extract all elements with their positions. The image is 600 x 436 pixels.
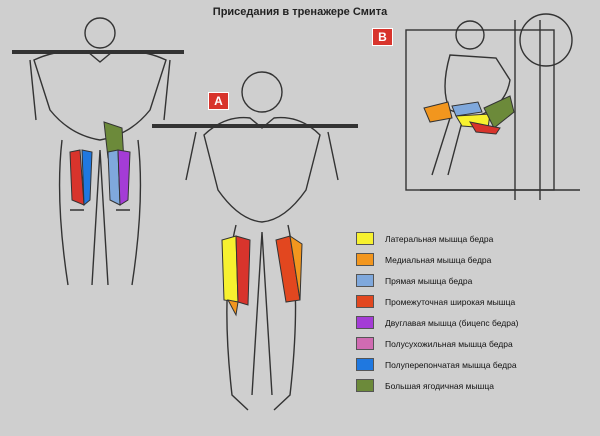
front-view-figure bbox=[152, 71, 358, 411]
legend-swatch bbox=[356, 295, 374, 308]
legend-label: Медиальная мышца бедра bbox=[385, 254, 492, 265]
view-a-badge: A bbox=[208, 92, 229, 110]
side-view-muscles bbox=[423, 95, 515, 135]
legend-swatch bbox=[356, 358, 374, 371]
legend-item: Полуперепончатая мышца бедра bbox=[356, 354, 519, 375]
legend-swatch bbox=[356, 232, 374, 245]
side-view-machine bbox=[405, 13, 580, 200]
back-view-muscles bbox=[69, 121, 131, 207]
legend-item: Медиальная мышца бедра bbox=[356, 249, 519, 270]
legend-swatch bbox=[356, 379, 374, 392]
legend-item: Прямая мышца бедра bbox=[356, 270, 519, 291]
legend-label: Промежуточная широкая мышца bbox=[385, 296, 516, 307]
legend-swatch bbox=[356, 274, 374, 287]
legend-label: Двуглавая мышца (бицепс бедра) bbox=[385, 317, 519, 328]
diagram-title: Приседания в тренажере Смита bbox=[212, 6, 388, 18]
legend-item: Двуглавая мышца (бицепс бедра) bbox=[356, 312, 519, 333]
legend-swatch bbox=[356, 316, 374, 329]
legend-item: Латеральная мышца бедра bbox=[356, 228, 519, 249]
side-view-figure bbox=[431, 20, 511, 176]
front-view-muscles bbox=[221, 234, 303, 317]
muscle-legend: Латеральная мышца бедра Медиальная мышца… bbox=[356, 228, 519, 396]
legend-label: Полуперепончатая мышца бедра bbox=[385, 359, 517, 370]
legend-item: Большая ягодичная мышца bbox=[356, 375, 519, 396]
legend-item: Полусухожильная мышца бедра bbox=[356, 333, 519, 354]
legend-label: Большая ягодичная мышца bbox=[385, 380, 494, 391]
legend-item: Промежуточная широкая мышца bbox=[356, 291, 519, 312]
legend-label: Латеральная мышца бедра bbox=[385, 233, 494, 244]
legend-swatch bbox=[356, 337, 374, 350]
legend-swatch bbox=[356, 253, 374, 266]
legend-label: Полусухожильная мышца бедра bbox=[385, 338, 513, 349]
view-b-badge: B bbox=[372, 28, 393, 46]
back-view-figure bbox=[12, 17, 184, 286]
legend-label: Прямая мышца бедра bbox=[385, 275, 473, 286]
